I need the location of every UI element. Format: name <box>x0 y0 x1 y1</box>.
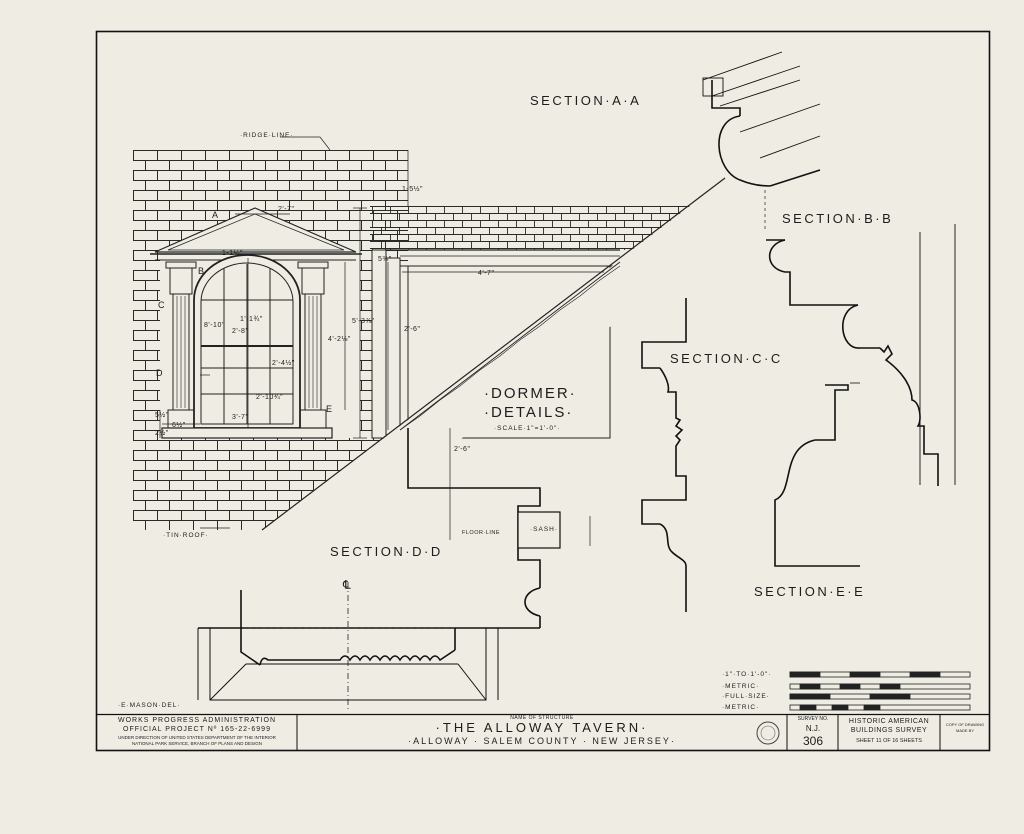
section-c-c-label: SECTION·C·C <box>670 351 783 366</box>
dim-base-c: 2½" <box>155 430 169 437</box>
outer-border <box>95 30 991 752</box>
scale-note: ·SCALE·1"=1'-0"· <box>494 425 561 432</box>
scale-bars <box>789 671 971 711</box>
survey-number-label: SURVEY NO. <box>797 716 829 722</box>
details-title: ·DETAILS· <box>484 404 574 421</box>
dim-center: 2'-8" <box>232 328 249 335</box>
dim-pediment-width: 2'-7" <box>278 206 295 213</box>
dim-total-height: 5'-3⅞" <box>352 318 375 325</box>
drawn-by-label: ·E·MASON·DEL· <box>118 702 181 709</box>
dim-base-b: 6½" <box>172 422 186 429</box>
scale-label-metric-1: ·METRIC· <box>722 683 760 690</box>
structure-name: ·THE ALLOWAY TAVERN· <box>435 720 649 735</box>
dim-pane-width: 1'-1¾" <box>240 316 263 323</box>
wpa-line-3: UNDER DIRECTION OF UNITED STATES DEPARTM… <box>118 735 276 740</box>
dim-lower-1: 2'-4½" <box>272 360 295 367</box>
scale-label-metric-2: ·METRIC· <box>722 704 760 711</box>
dim-top: 1-5½" <box>402 186 423 193</box>
left-column <box>165 261 197 429</box>
dim-right-height: 2'-6" <box>404 326 421 333</box>
roof-slope-line <box>261 177 726 531</box>
sash-box <box>517 511 561 549</box>
dim-base-a: 5½" <box>155 412 169 419</box>
ref-letter-c: C <box>158 300 165 310</box>
habs-line-2: BUILDINGS SURVEY <box>850 727 928 734</box>
copy-line-1: COPY OF DRAWING <box>945 722 985 727</box>
section-b-b-label: SECTION·B·B <box>782 211 894 226</box>
survey-number: 306 <box>802 734 824 748</box>
section-e-e-profile <box>774 382 860 567</box>
dimension-lines <box>159 150 604 439</box>
ridge-line-label: ·RIDGE·LINE· <box>240 132 294 139</box>
sheet-number: SHEET 11 OF 16 SHEETS <box>856 738 922 744</box>
dim-column-height: 4'-2⅛" <box>328 336 351 343</box>
dim-floor-line: FLOOR·LINE <box>462 530 501 536</box>
scale-label-full: ·FULL·SIZE· <box>722 693 770 700</box>
section-c-c-profile <box>641 298 687 612</box>
arched-window <box>161 254 333 439</box>
wpa-line-2: OFFICIAL PROJECT Nº 165-22-6999 <box>123 726 271 733</box>
scale-label-inch: ·1"·TO·1'-0"· <box>722 671 772 678</box>
habs-line-1: HISTORIC AMERICAN <box>848 718 930 725</box>
right-column <box>297 261 329 429</box>
ref-letter-e: E <box>326 404 333 414</box>
dim-bottom-width: 3'-7" <box>232 414 249 421</box>
dim-right-small: 5⅜" <box>378 256 392 263</box>
section-a-a-profile <box>702 51 821 187</box>
sash-label: ·SASH· <box>530 526 559 533</box>
structure-location: ·ALLOWAY · SALEM COUNTY · NEW JERSEY· <box>408 736 676 746</box>
seal <box>756 721 780 745</box>
ref-letter-a: A <box>212 210 219 220</box>
survey-state: N.J. <box>805 724 821 733</box>
copy-line-2: MADE BY <box>955 728 974 733</box>
dormer-title: ·DORMER· <box>484 385 577 402</box>
centerline-symbol: ℄ <box>343 578 353 592</box>
dim-d-height: 2'-6" <box>454 446 471 453</box>
pediment <box>154 207 357 253</box>
dim-lower-2: 2'-10¾" <box>256 394 284 401</box>
section-d-d-label: SECTION·D·D <box>330 544 443 559</box>
section-b-b-profile <box>766 224 956 486</box>
section-e-e-label: SECTION·E·E <box>754 584 866 599</box>
section-a-a-label: SECTION·A·A <box>530 93 642 108</box>
tin-roof-label: ·TIN·ROOF· <box>163 532 209 539</box>
wpa-line-4: NATIONAL PARK SERVICE, BRANCH OF PLANS A… <box>131 741 263 746</box>
name-of-structure-label: NAME OF STRUCTURE <box>510 715 574 721</box>
dim-sash-height: 8'-10" <box>204 322 225 329</box>
ref-letter-b: B <box>198 266 205 276</box>
ref-letter-d: D <box>156 368 163 378</box>
wpa-line-1: WORKS PROGRESS ADMINISTRATION <box>118 717 276 724</box>
dim-right-width: 4'-7" <box>478 270 495 277</box>
dim-arch: 1-1½" <box>222 250 243 257</box>
